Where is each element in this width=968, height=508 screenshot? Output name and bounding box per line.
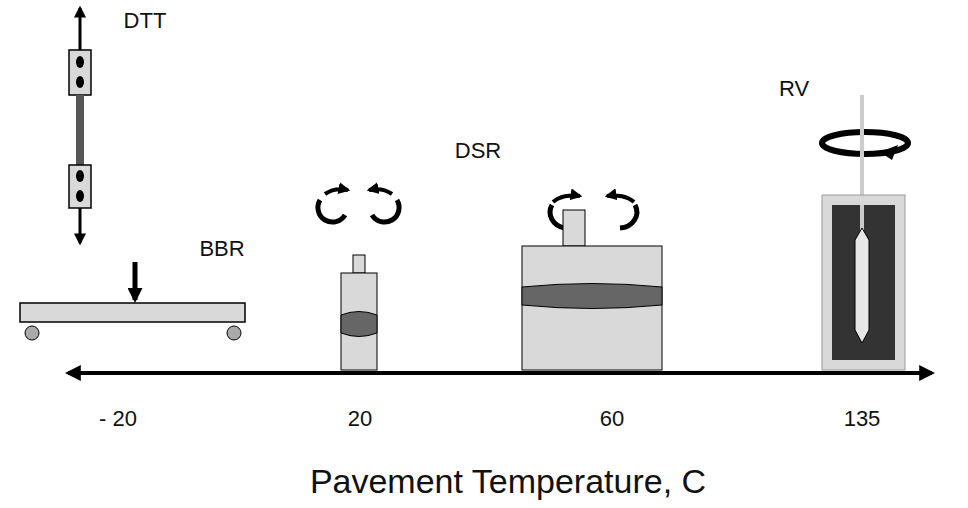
dtt-specimen <box>69 8 91 243</box>
axis-title: Pavement Temperature, C <box>310 464 706 498</box>
dsr-large-plate <box>522 195 662 370</box>
rotational-viscometer <box>822 95 908 370</box>
test-name: DTT <box>124 10 167 32</box>
axis-tick-label: 60 <box>600 408 624 430</box>
temperature-axis <box>68 371 932 375</box>
test-name: RV <box>779 78 809 100</box>
bbr-beam <box>20 262 245 340</box>
axis-tick-label: 20 <box>348 408 372 430</box>
dsr-small-plate <box>318 189 399 370</box>
test-name: BBR <box>199 238 244 260</box>
axis-tick-label: 135 <box>844 408 881 430</box>
axis-tick-label: - 20 <box>99 408 137 430</box>
test-name: DSR <box>455 140 501 162</box>
